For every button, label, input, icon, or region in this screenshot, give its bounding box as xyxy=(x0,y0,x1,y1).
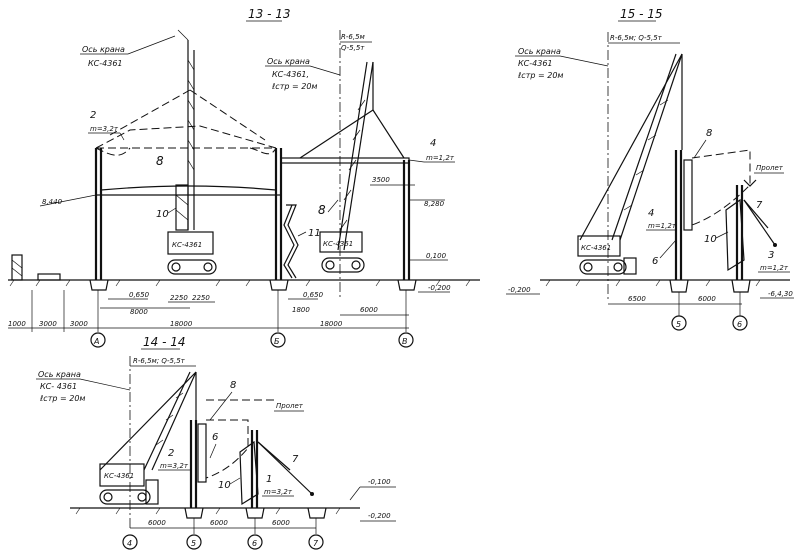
axis-v: В xyxy=(402,337,408,346)
dim-6000b-14: 6000 xyxy=(210,519,228,527)
label-8-15: 8 xyxy=(706,128,712,139)
dim-18000a: 18000 xyxy=(170,320,193,328)
label-10-14: 10 xyxy=(218,480,231,491)
label-6-14: 6 xyxy=(212,432,218,443)
dim-6500-15: 6500 xyxy=(628,295,646,303)
left-stack xyxy=(11,254,23,281)
label-4-15: 4 xyxy=(648,208,654,219)
crane-1: КС-4361 xyxy=(167,29,217,275)
dim-1000: 1000 xyxy=(8,320,26,328)
label-7-15: 7 xyxy=(756,200,763,211)
elev-left: 8,440 xyxy=(42,198,63,206)
radius-cap-14: R-6,5м; Q-5,5т xyxy=(133,357,186,365)
dim-3000b: 3000 xyxy=(70,320,88,328)
mark-15: Пролет xyxy=(756,164,784,172)
section-title-14: 14 - 14 xyxy=(143,335,186,349)
mass-1-14: m=3,2т xyxy=(264,488,293,496)
section-title-13: 13 - 13 xyxy=(248,7,291,21)
dim-8000: 8000 xyxy=(130,308,148,316)
section-14-14: 14 - 14 R-6,5м; Q-5,5т Ось крана КС- 436… xyxy=(36,335,396,550)
crane-model-14: КС- 4361 xyxy=(40,382,77,391)
elev-3500: 3500 xyxy=(372,176,390,184)
dim-18000b: 18000 xyxy=(320,320,343,328)
boom-15: ℓстр = 20м xyxy=(517,71,563,80)
elev-0650b: 0,650 xyxy=(303,291,324,299)
label-3-15: 3 xyxy=(768,250,774,261)
crane-axis-label-2: Ось крана xyxy=(267,57,310,66)
label-8b: 8 xyxy=(318,203,326,217)
axis-5-14: 5 xyxy=(191,539,196,548)
crane-body-15: КС-4361 xyxy=(581,244,611,252)
mass-3-15: m=1,2т xyxy=(760,264,789,272)
elev-0100: 0,100 xyxy=(426,252,447,260)
capacity-label: Q-5,5т xyxy=(341,44,365,52)
crane-15: КС-4361 xyxy=(577,53,683,275)
panel-14 xyxy=(205,419,249,479)
crane-axis-14: Ось крана xyxy=(38,370,81,379)
section-13-13: 13 - 13 xyxy=(8,7,480,348)
mass-2: m=3,2т xyxy=(90,125,119,133)
crane-body-label-1: КС-4361 xyxy=(172,241,202,249)
label-2-14: 2 xyxy=(168,448,174,459)
label-6-15: 6 xyxy=(652,256,658,267)
crane-body-label-2: КС-4361 xyxy=(323,240,353,248)
section-15-15: 15 - 15 R-6,5м; Q-5,5т Ось крана КС-4361… xyxy=(506,7,794,331)
boom-length-2: ℓстр = 20м xyxy=(271,82,317,91)
elev-0100-14: -0,100 xyxy=(368,478,391,486)
radius-cap-15: R-6,5м; Q-5,5т xyxy=(610,34,663,42)
label-8a: 8 xyxy=(156,154,164,168)
radius-label: R-6,5м xyxy=(341,33,366,41)
axis-6-15: 6 xyxy=(737,320,742,329)
elev-0200: -0,200 xyxy=(428,284,451,292)
dim-2250b: 2250 xyxy=(192,294,210,302)
roof-truss xyxy=(95,125,277,149)
crane-axis-15: Ось крана xyxy=(518,47,561,56)
axis-b: Б xyxy=(274,337,280,346)
axis-6-14: 6 xyxy=(252,539,257,548)
label-10: 10 xyxy=(156,209,169,220)
elev-right-15: -6,4,30 xyxy=(768,290,793,298)
mass-4: m=1,2т xyxy=(426,154,455,162)
crane-14: КС-4361 xyxy=(99,371,197,505)
crane-model-15: КС-4361 xyxy=(518,59,553,68)
boom-14: ℓстр = 20м xyxy=(39,394,85,403)
mass-2-14: m=3,2т xyxy=(160,462,189,470)
elev-0200-15: -0,200 xyxy=(508,286,531,294)
axis-7-14: 7 xyxy=(313,539,319,548)
label-4: 4 xyxy=(430,138,436,149)
dim-1800: 1800 xyxy=(292,306,310,314)
elev-0200-14: -0,200 xyxy=(368,512,391,520)
elev-0650: 0,650 xyxy=(129,291,150,299)
elev-right: 8,280 xyxy=(424,200,445,208)
mass-4-15: m=1,2т xyxy=(648,222,677,230)
dim-6000a-14: 6000 xyxy=(148,519,166,527)
dim-2250a: 2250 xyxy=(170,294,188,302)
label-10-15: 10 xyxy=(704,234,717,245)
crane-model-2: КС-4361, xyxy=(272,70,309,79)
label-11: 11 xyxy=(308,228,321,239)
dim-6000c-14: 6000 xyxy=(272,519,290,527)
section-title-15: 15 - 15 xyxy=(620,7,663,21)
beam-4 xyxy=(280,157,410,164)
crane-body-14: КС-4361 xyxy=(104,472,134,480)
bundle-11 xyxy=(286,204,299,279)
axis-4-14: 4 xyxy=(127,539,132,548)
crane-2: КС-4361 xyxy=(319,61,374,273)
dim-6000-15: 6000 xyxy=(698,295,716,303)
axis-5-15: 5 xyxy=(676,320,681,329)
dim-6000: 6000 xyxy=(360,306,378,314)
label-1-14: 1 xyxy=(266,474,272,485)
crane-axis-label-1: Ось крана xyxy=(82,45,125,54)
axis-a: А xyxy=(93,337,99,346)
label-8-14: 8 xyxy=(230,380,236,391)
mark-14: Пролет xyxy=(276,402,304,410)
label-2: 2 xyxy=(90,110,96,121)
panel-15 xyxy=(691,149,751,226)
crane-model-1: КС-4361 xyxy=(88,59,123,68)
label-7-14: 7 xyxy=(292,454,299,465)
dim-3000a: 3000 xyxy=(39,320,57,328)
